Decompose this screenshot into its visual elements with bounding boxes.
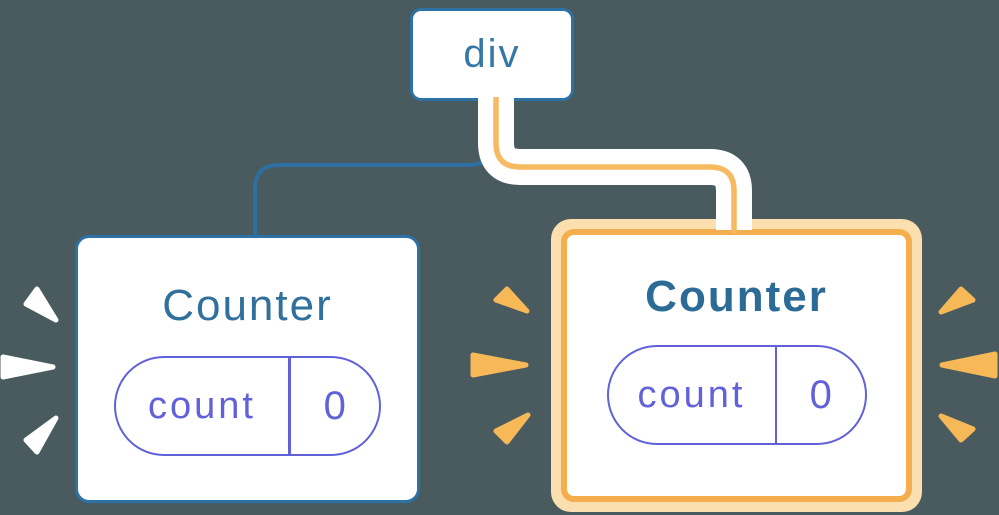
- edge-div-to-right-counter-casing: [478, 97, 752, 230]
- state-value: 0: [809, 372, 832, 417]
- state-key: count: [637, 373, 746, 416]
- spark-icon: [470, 352, 529, 378]
- spark-icon: [939, 351, 998, 379]
- node-div: div: [410, 8, 574, 101]
- counter-right-title: Counter: [645, 272, 828, 321]
- edge-div-to-left-counter: [253, 100, 494, 238]
- state-value: 0: [323, 383, 346, 428]
- sparks-right-counter-right: [938, 286, 998, 443]
- spark-icon: [493, 286, 530, 314]
- counter-right-state-pill: count 0: [606, 345, 867, 445]
- node-counter-left: Counter count 0: [75, 235, 420, 503]
- counter-left-state-pill: count 0: [114, 356, 381, 456]
- edge-div-to-right-counter: [493, 97, 737, 233]
- node-div-label: div: [463, 32, 521, 76]
- state-key: count: [148, 384, 256, 427]
- spark-icon: [938, 286, 976, 315]
- spark-icon: [23, 415, 59, 455]
- spark-icon: [0, 354, 56, 380]
- node-counter-right: Counter count 0: [561, 229, 912, 502]
- spark-icon: [23, 286, 59, 323]
- spark-icon: [493, 412, 531, 445]
- node-counter-right-highlight: Counter count 0: [551, 219, 922, 512]
- sparks-right-counter-left: [470, 286, 531, 445]
- pill-divider: [288, 358, 291, 454]
- spark-icon: [938, 413, 976, 443]
- pill-divider: [774, 347, 777, 443]
- counter-left-title: Counter: [162, 281, 333, 330]
- sparks-left-counter: [0, 286, 59, 455]
